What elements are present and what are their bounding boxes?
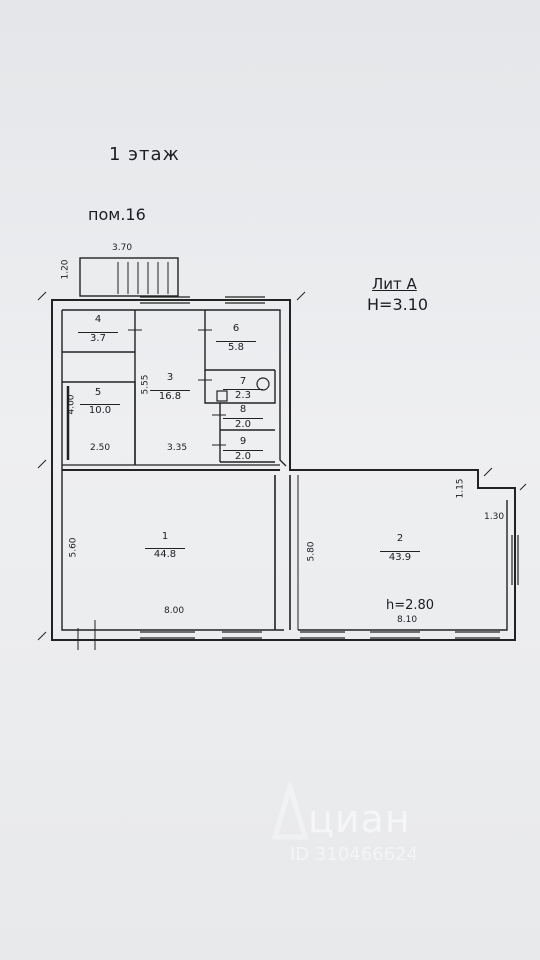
dim-room5-height: 4.00 [66, 394, 77, 415]
dim-room2-height: 5.80 [306, 541, 317, 562]
floor-title: 1 этаж [109, 144, 180, 165]
room-9-area: 2.0 [223, 450, 263, 462]
room-3-number: 3 [166, 372, 174, 383]
room-7-area: 2.3 [223, 389, 263, 401]
room-1-area: 44.8 [145, 548, 185, 560]
room-5-area: 10.0 [80, 404, 120, 416]
dim-stair-depth: 1.20 [60, 259, 71, 280]
dim-room1-height: 5.60 [68, 537, 79, 558]
room-9-number: 9 [239, 436, 247, 447]
room-8-number: 8 [239, 404, 247, 415]
room-8-area: 2.0 [223, 418, 263, 430]
premise-label: пом.16 [88, 205, 146, 224]
litera-label: Лит А [372, 275, 417, 293]
stair [79, 257, 179, 297]
dim-stair-width: 3.70 [112, 243, 133, 253]
watermark-brand: циан [308, 797, 411, 841]
outer-wall-inner [61, 310, 508, 631]
dim-notch-depth: 1.15 [455, 478, 466, 499]
room-3-area: 16.8 [150, 390, 190, 402]
dim-notch-width: 1.30 [484, 512, 505, 522]
room-2-number: 2 [396, 533, 404, 544]
room-1-number: 1 [161, 531, 169, 542]
room-6-area: 5.8 [216, 341, 256, 353]
cian-logo-icon [271, 782, 309, 840]
room-4-number: 4 [94, 314, 102, 325]
dim-room2-width: 8.10 [397, 615, 418, 625]
room-6-number: 6 [232, 323, 240, 334]
dim-room3-width: 3.35 [167, 443, 188, 453]
room-7-number: 7 [239, 376, 247, 387]
dim-room1-width: 8.00 [164, 606, 185, 616]
room-4-area: 3.7 [78, 332, 118, 344]
watermark-id: ID 310466624 [290, 844, 418, 865]
building-height: H=3.10 [367, 295, 429, 314]
room2-ceiling-height: h=2.80 [386, 598, 435, 613]
dim-room5-width: 2.50 [90, 443, 111, 453]
partition-lower [274, 475, 291, 630]
room-2-area: 43.9 [380, 551, 420, 563]
outer-wall [51, 299, 516, 641]
room-5-number: 5 [94, 387, 102, 398]
